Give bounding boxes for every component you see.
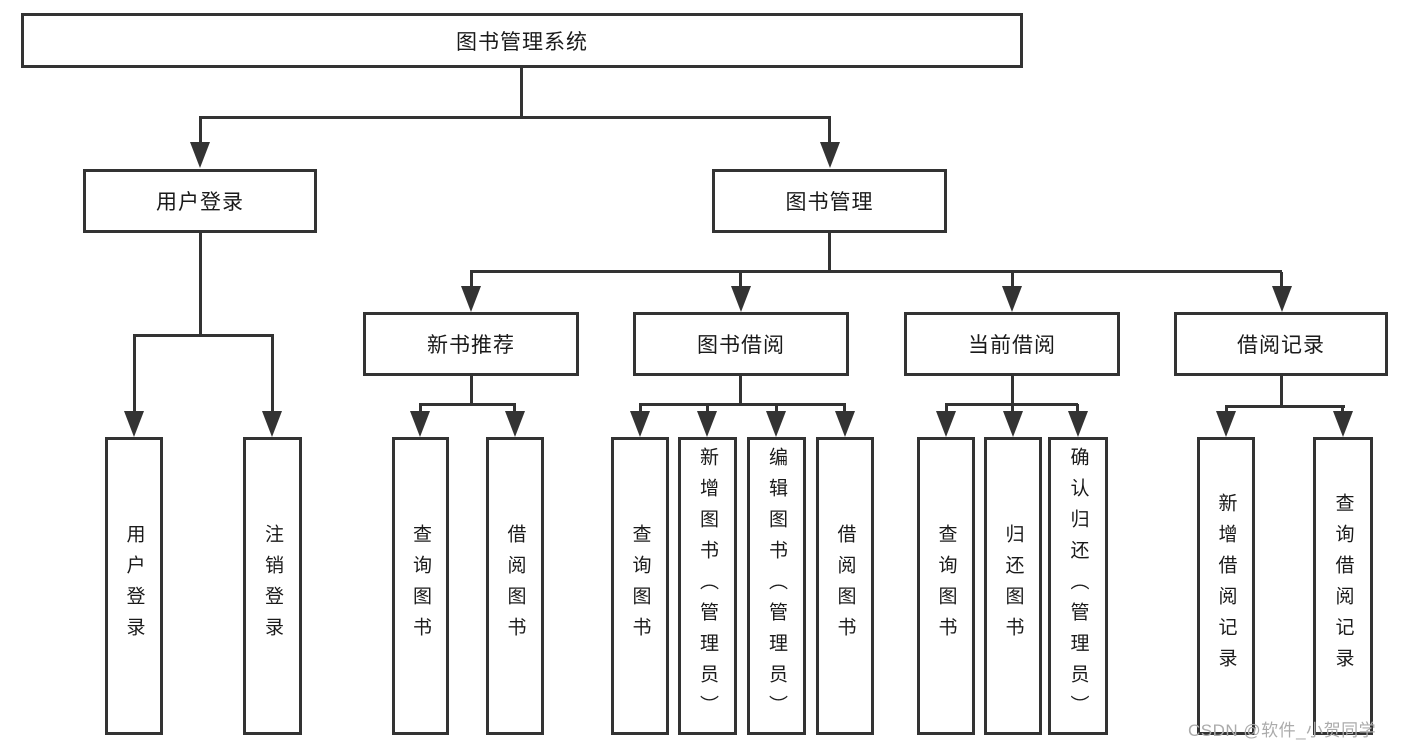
- arrow-down-icon: [410, 411, 430, 437]
- connector-line: [1011, 272, 1014, 290]
- node-label: 注销登录: [262, 524, 283, 648]
- connector-line: [271, 335, 274, 415]
- connector-line: [1280, 272, 1283, 290]
- arrow-down-icon: [697, 411, 717, 437]
- node-label: 当前借阅: [968, 334, 1056, 357]
- connector-line: [1076, 404, 1079, 416]
- arrow-down-icon: [1068, 411, 1088, 437]
- leaf-br-add-record: 新增借阅记录: [1197, 437, 1255, 735]
- node-book-borrow: 图书借阅: [633, 312, 849, 376]
- arrow-down-icon: [1003, 411, 1023, 437]
- connector-line: [739, 272, 742, 290]
- leaf-cb-confirm-return-admin: 确认归还（管理员）: [1048, 437, 1108, 735]
- node-new-book-recommend: 新书推荐: [363, 312, 579, 376]
- arrow-down-icon: [820, 142, 840, 168]
- node-label: 用户登录: [156, 191, 244, 214]
- connector-line: [828, 117, 831, 147]
- connector-line: [419, 403, 516, 406]
- node-label: 查询借阅记录: [1332, 493, 1354, 679]
- arrow-down-icon: [1002, 286, 1022, 312]
- leaf-cb-query-book: 查询图书: [917, 437, 975, 735]
- connector-line: [1280, 376, 1283, 407]
- node-label: 归还图书: [1002, 524, 1024, 648]
- connector-line: [133, 334, 274, 337]
- arrow-down-icon: [190, 142, 210, 168]
- watermark: CSDN @软件_小贺同学: [1188, 721, 1377, 740]
- connector-line: [1011, 404, 1014, 416]
- connector-line: [199, 233, 202, 336]
- connector-line: [133, 335, 136, 415]
- arrow-down-icon: [262, 411, 282, 437]
- leaf-br-query-record: 查询借阅记录: [1313, 437, 1373, 735]
- leaf-bb-edit-book-admin: 编辑图书（管理员）: [747, 437, 806, 735]
- connector-line: [706, 404, 709, 416]
- arrow-down-icon: [1216, 411, 1236, 437]
- connector-line: [775, 404, 778, 416]
- node-borrow-record: 借阅记录: [1174, 312, 1388, 376]
- connector-line: [739, 376, 742, 405]
- node-label: 查询图书: [410, 524, 431, 648]
- leaf-cb-return-book: 归还图书: [984, 437, 1042, 735]
- node-label: 借阅记录: [1237, 334, 1325, 357]
- arrow-down-icon: [835, 411, 855, 437]
- connector-line: [639, 404, 642, 416]
- leaf-user-login: 用户登录: [105, 437, 163, 735]
- arrow-down-icon: [630, 411, 650, 437]
- node-label: 确认归还（管理员）: [1067, 446, 1089, 726]
- arrow-down-icon: [124, 411, 144, 437]
- node-user-login: 用户登录: [83, 169, 317, 233]
- arrow-down-icon: [731, 286, 751, 312]
- connector-line: [843, 404, 846, 416]
- connector-line: [520, 67, 523, 118]
- connector-line: [199, 117, 202, 147]
- connector-line: [1011, 376, 1014, 405]
- connector-line: [199, 116, 831, 119]
- connector-line: [419, 404, 422, 416]
- connector-line: [828, 233, 831, 272]
- arrow-down-icon: [1272, 286, 1292, 312]
- arrow-down-icon: [936, 411, 956, 437]
- connector-line: [470, 270, 1282, 273]
- leaf-logout-login: 注销登录: [243, 437, 302, 735]
- node-label: 查询图书: [935, 524, 957, 648]
- node-label: 借阅图书: [504, 524, 526, 648]
- connector-line: [513, 404, 516, 416]
- arrow-down-icon: [1333, 411, 1353, 437]
- node-label: 新增图书（管理员）: [697, 446, 718, 726]
- node-label: 图书管理系统: [456, 30, 588, 54]
- node-label: 新增借阅记录: [1215, 493, 1237, 679]
- node-label: 借阅图书: [834, 524, 856, 648]
- connector-line: [1225, 405, 1345, 408]
- node-root: 图书管理系统: [21, 13, 1023, 68]
- node-label: 查询图书: [629, 524, 651, 648]
- node-label: 图书借阅: [697, 334, 785, 357]
- connector-line: [639, 403, 846, 406]
- leaf-bb-add-book-admin: 新增图书（管理员）: [678, 437, 737, 735]
- leaf-nbr-query-book: 查询图书: [392, 437, 449, 735]
- leaf-nbr-borrow-book: 借阅图书: [486, 437, 544, 735]
- leaf-bb-query-book: 查询图书: [611, 437, 669, 735]
- node-book-management: 图书管理: [712, 169, 947, 233]
- arrow-down-icon: [461, 286, 481, 312]
- connector-line: [945, 404, 948, 416]
- node-current-borrow: 当前借阅: [904, 312, 1120, 376]
- node-label: 编辑图书（管理员）: [766, 446, 787, 726]
- arrow-down-icon: [505, 411, 525, 437]
- connector-line: [470, 376, 473, 405]
- connector-line: [470, 272, 473, 290]
- leaf-bb-borrow-book: 借阅图书: [816, 437, 874, 735]
- node-label: 新书推荐: [427, 334, 515, 357]
- node-label: 用户登录: [123, 524, 145, 648]
- arrow-down-icon: [766, 411, 786, 437]
- node-label: 图书管理: [785, 191, 874, 214]
